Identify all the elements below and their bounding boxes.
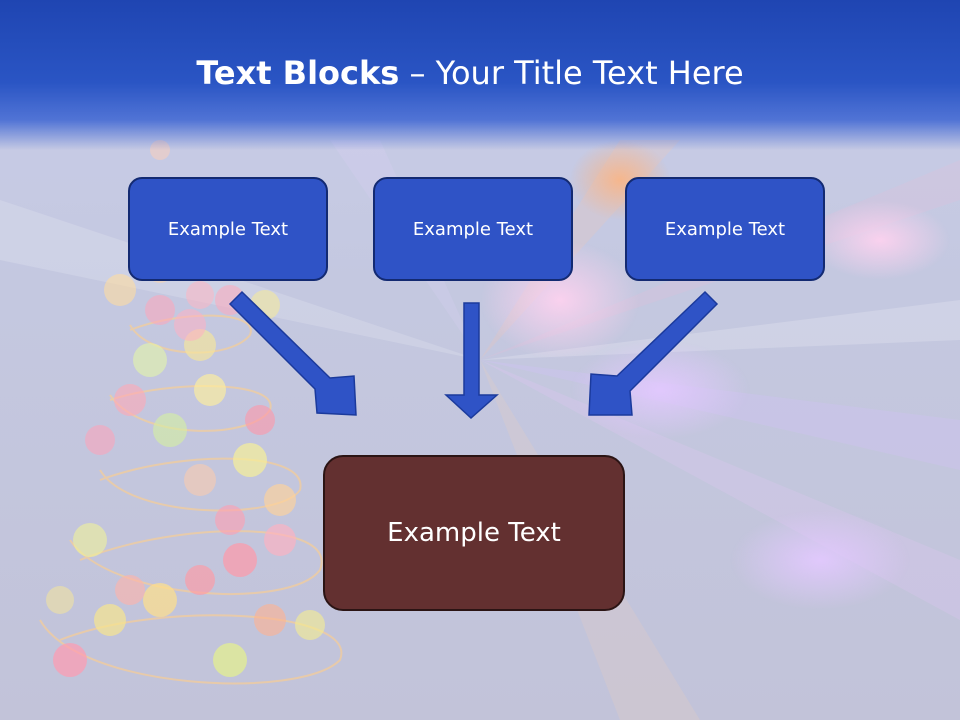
title-band	[0, 0, 960, 150]
title-dash: –	[399, 54, 436, 92]
example-text-block-2: Example Text	[373, 177, 573, 281]
right-down-arrow	[588, 290, 719, 416]
example-text-block-3: Example Text	[625, 177, 825, 281]
block-2-label: Example Text	[412, 218, 534, 240]
block-1-label: Example Text	[167, 218, 289, 240]
middle-down-arrow	[444, 302, 499, 420]
block-3-label: Example Text	[664, 218, 786, 240]
title-bold-part: Text Blocks	[196, 54, 400, 92]
slide-title: Text Blocks – Your Title Text Here	[0, 54, 940, 92]
left-down-arrow	[228, 290, 357, 416]
title-rest: Your Title Text Here	[435, 54, 744, 92]
result-block-label: Example Text	[387, 518, 561, 548]
example-text-result-block: Example Text	[323, 455, 625, 611]
example-text-block-1: Example Text	[128, 177, 328, 281]
